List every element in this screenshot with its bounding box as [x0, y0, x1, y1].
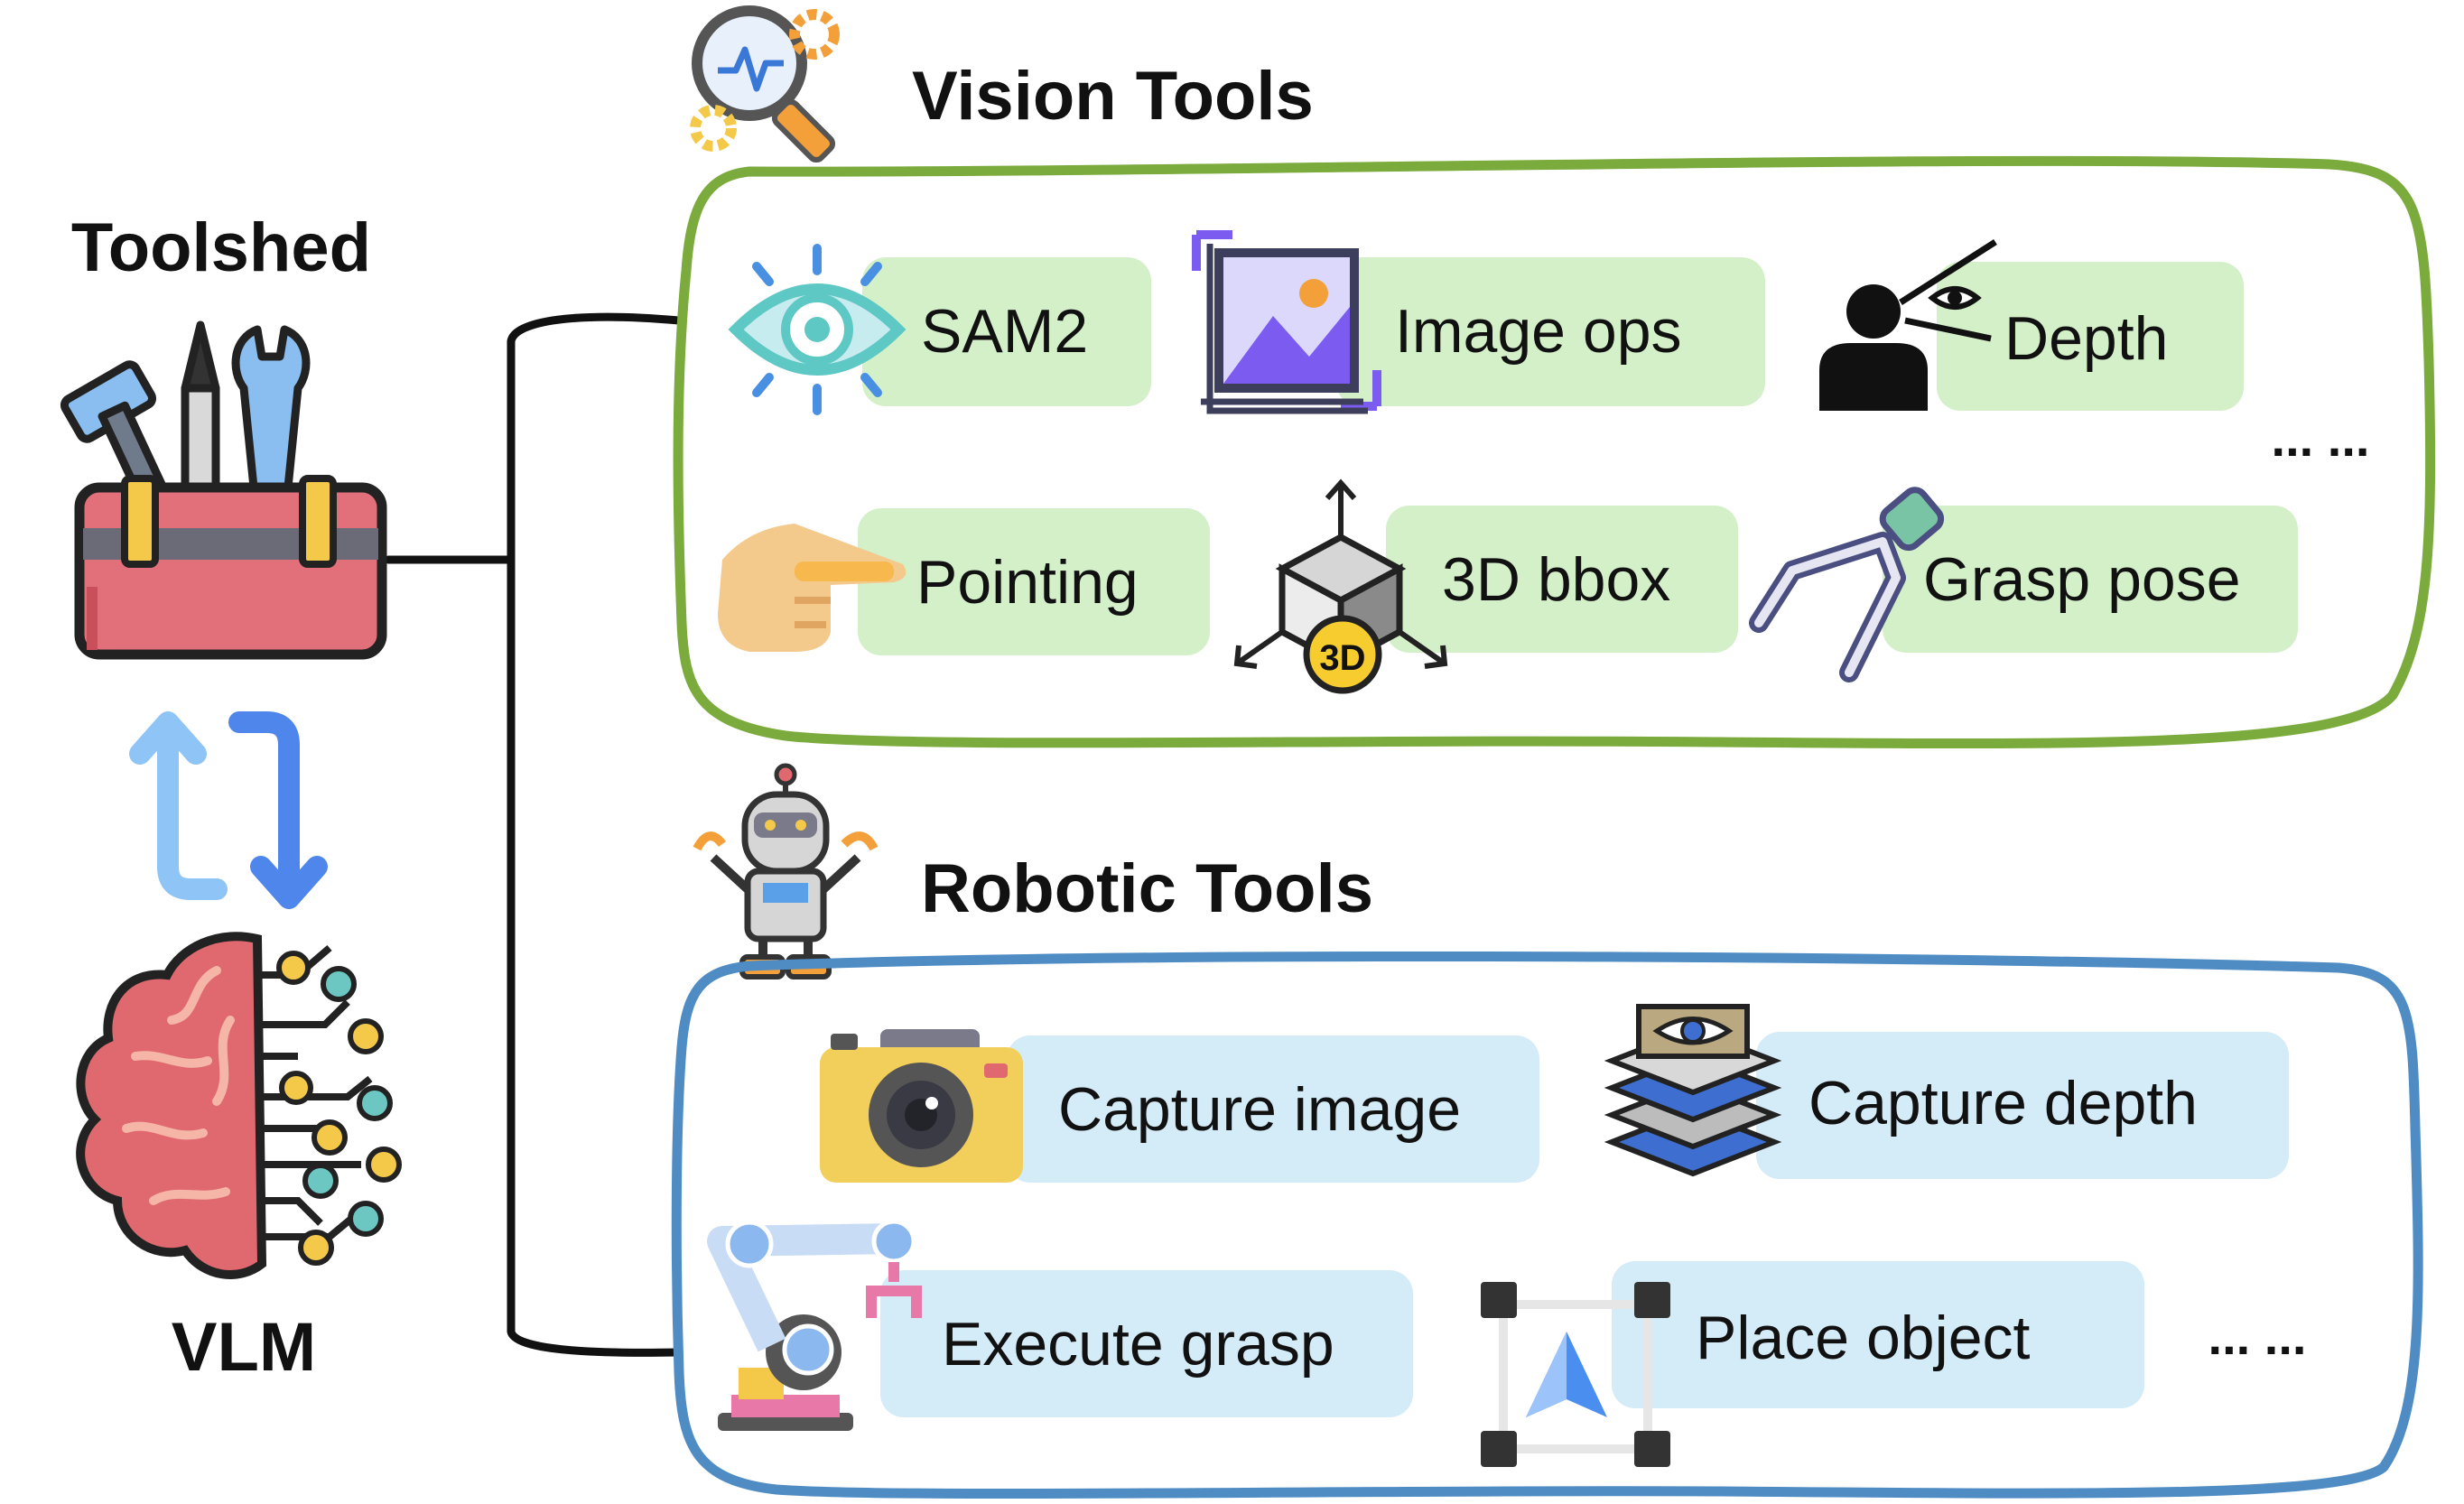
vision-tool-label: Depth	[2004, 304, 2168, 373]
vision-tools-header-icon	[690, 5, 840, 163]
vision-tool-label: Pointing	[916, 548, 1139, 617]
person-eye-icon	[1819, 239, 1997, 411]
brain-icon	[76, 932, 402, 1279]
vision-tool-sam2: SAM2	[728, 244, 1151, 415]
robotic-tool-capture-image: Capture image	[820, 1029, 1539, 1183]
eye-icon	[728, 244, 907, 415]
3d-badge-text: 3D	[1319, 638, 1365, 678]
robot-arm-icon	[707, 1219, 922, 1431]
vision-tool-image-ops: Image ops	[1192, 230, 1765, 414]
robotic-tool-label: Execute grasp	[942, 1310, 1334, 1379]
robotic-tools-title: Robotic Tools	[921, 850, 1373, 927]
vision-tool-depth: Depth	[1819, 239, 2244, 411]
connector-lines	[384, 312, 683, 1357]
toolshed-label: Toolshed	[71, 209, 371, 286]
gripper-icon	[1749, 487, 1945, 682]
robotic-tool-label: Capture depth	[1808, 1069, 2198, 1137]
depth-layers-icon	[1604, 1004, 1782, 1177]
place-cursor-icon	[1481, 1282, 1670, 1467]
vision-tools-group	[673, 155, 2436, 749]
vision-more-ellipsis: ... ...	[2272, 410, 2370, 467]
vision-tool-grasp-pose: Grasp pose	[1749, 487, 2298, 682]
exchange-arrows-icon	[129, 711, 328, 909]
vision-tool-label: Image ops	[1395, 297, 1682, 366]
camera-icon	[820, 1029, 1023, 1183]
vision-tools-title: Vision Tools	[912, 58, 1314, 135]
vision-tool-pointing: Pointing	[718, 508, 1210, 655]
vlm-label: VLM	[172, 1309, 316, 1386]
robotic-more-ellipsis: ... ...	[2208, 1308, 2307, 1365]
robotic-tool-label: Capture image	[1058, 1075, 1461, 1144]
robotic-tools-group	[671, 951, 2423, 1499]
robotic-tool-place-object: Place object	[1481, 1261, 2144, 1467]
robot-icon	[693, 763, 879, 979]
robotic-tool-label: Place object	[1696, 1304, 2031, 1372]
vision-tool-label: Grasp pose	[1923, 545, 2241, 614]
vision-tool-label: SAM2	[921, 297, 1088, 366]
vision-tool-3d-bbox: 3D 3D bbox	[1233, 478, 1738, 694]
pointing-hand-icon	[718, 524, 907, 652]
robotic-tool-execute-grasp: Execute grasp	[707, 1219, 1413, 1431]
3d-box-icon: 3D	[1233, 478, 1448, 694]
robotic-tool-capture-depth: Capture depth	[1604, 1004, 2289, 1179]
toolbox-icon	[60, 320, 387, 660]
vision-tool-label: 3D bbox	[1442, 545, 1670, 614]
image-icon	[1192, 230, 1381, 414]
